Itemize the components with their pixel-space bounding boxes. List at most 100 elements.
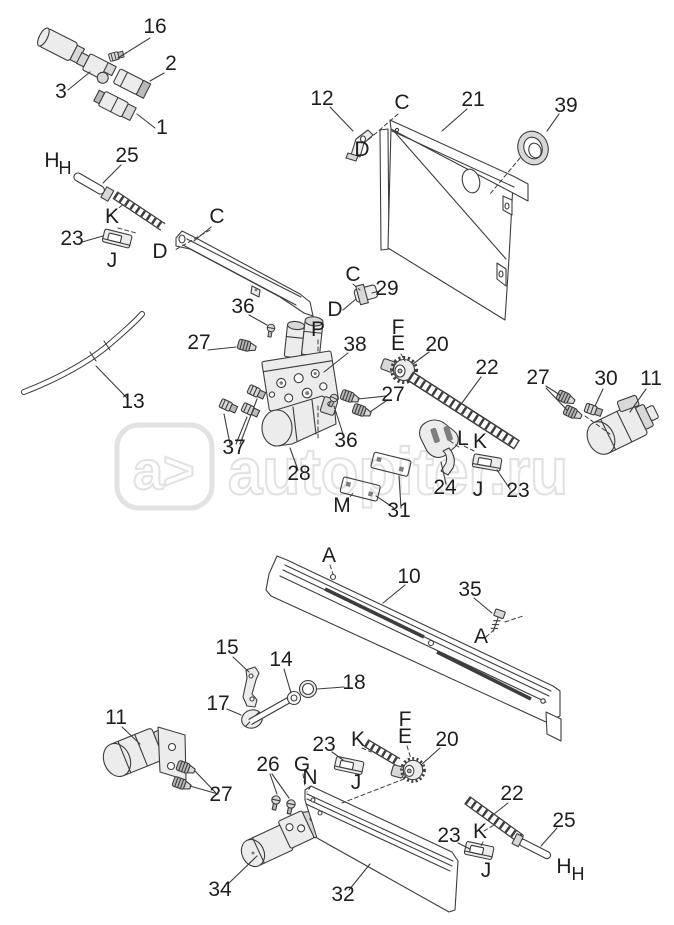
callout-27-topleft: 27 <box>187 331 210 354</box>
ref-k-bottomright: K <box>473 820 487 843</box>
ref-p: P <box>311 318 325 341</box>
part-35-screw <box>490 608 506 632</box>
part-15-lever <box>242 666 260 708</box>
reference-dashed-lines <box>107 113 611 847</box>
callout-11-left: 11 <box>105 706 127 729</box>
ref-h-top-2: H <box>59 158 72 178</box>
part-20-sprocket-top <box>380 356 418 384</box>
part-11-motor-right <box>581 394 664 460</box>
callout-21: 21 <box>461 88 484 111</box>
part-20-sprocket-bottom <box>390 757 426 783</box>
ref-f-top: F <box>392 316 405 339</box>
callout-24: 24 <box>433 476 457 499</box>
ref-c-clip29: C <box>345 263 360 286</box>
callout-10: 10 <box>397 565 420 588</box>
part-23-clip-bottomright <box>463 840 495 861</box>
callout-17: 17 <box>206 692 229 715</box>
callout-12: 12 <box>310 87 333 110</box>
callout-16: 16 <box>143 15 166 38</box>
ref-j-bottomleft: J <box>351 771 362 794</box>
ref-h-bottom-1: H <box>556 855 571 878</box>
part-25-rod-bottom <box>511 833 552 860</box>
callout-11-right: 11 <box>640 367 662 390</box>
callout-27-bottomleft: 27 <box>209 783 232 806</box>
part-rack-bottom <box>363 739 401 766</box>
callout-25-bottom: 25 <box>552 809 575 832</box>
part-12-clip <box>345 129 374 162</box>
part-26-screws <box>269 794 297 816</box>
part-32-panel-bottom <box>304 785 459 913</box>
part-24-tensioner <box>419 419 459 476</box>
part-bracket-cd <box>175 230 314 317</box>
part-36-fitting-top <box>265 323 276 339</box>
ref-m: M <box>333 494 351 517</box>
callout-36-top: 36 <box>231 295 254 318</box>
callout-22-bottom: 22 <box>500 782 523 805</box>
callout-20-top: 20 <box>425 333 448 356</box>
part-37-fittings <box>218 383 267 419</box>
callout-26: 26 <box>256 753 279 776</box>
callout-23-topleft: 23 <box>60 227 83 250</box>
callout-18: 18 <box>342 671 365 694</box>
ref-c-bracket: C <box>209 205 224 228</box>
part-10-panel-middle <box>265 555 562 742</box>
part-25-rod-top <box>73 172 115 202</box>
callout-27-right: 27 <box>381 383 404 406</box>
callout-23-bottomleft: 23 <box>312 733 335 756</box>
callout-25-top: 25 <box>115 144 138 167</box>
part-11-motor-left <box>98 720 187 782</box>
callout-30: 30 <box>594 367 617 390</box>
callout-32: 32 <box>331 883 354 906</box>
part-22-chain-bottom <box>464 795 524 844</box>
part-31-plates <box>339 451 412 502</box>
callout-13: 13 <box>121 390 144 413</box>
callout-28: 28 <box>287 462 310 485</box>
callout-2: 2 <box>165 52 177 75</box>
ref-a-right: A <box>474 625 488 648</box>
callout-14: 14 <box>269 648 293 671</box>
ref-k-right: K <box>473 430 487 453</box>
callout-3: 3 <box>55 80 67 103</box>
ref-f-bottom: F <box>399 708 412 731</box>
callout-38: 38 <box>343 333 366 356</box>
part-28-solenoid <box>261 395 339 447</box>
ref-d-panel21: D <box>354 138 369 161</box>
part-1-fitting <box>93 89 137 121</box>
ref-k-topleft: K <box>105 205 119 228</box>
ref-g: G <box>294 753 310 776</box>
ref-j-bottomright: J <box>481 859 492 882</box>
watermark-logo-icon: a> <box>133 441 195 501</box>
part-30-fitting <box>583 402 604 418</box>
part-2-fitting <box>113 68 152 99</box>
callout-23-bottomright: 23 <box>437 824 460 847</box>
ref-k-bottomleft: K <box>351 728 365 751</box>
callout-35: 35 <box>458 578 481 601</box>
callout-23-right: 23 <box>506 479 529 502</box>
ref-c-panel21: C <box>394 91 409 114</box>
ref-e-top: E <box>391 332 405 355</box>
part-14-pin <box>248 690 302 726</box>
part-23-clip-topleft <box>101 228 133 249</box>
ref-d-clip29: D <box>327 298 342 321</box>
part-22-chain-top <box>407 371 520 450</box>
ref-n: N <box>302 766 317 789</box>
callout-31: 31 <box>387 499 410 522</box>
part-21-rear-panel <box>379 119 529 321</box>
ref-h-top-1: H <box>44 149 59 172</box>
leader-lines <box>67 37 647 891</box>
callout-37: 37 <box>222 436 245 459</box>
callout-1: 1 <box>156 116 168 139</box>
ref-j-topleft: J <box>107 249 118 272</box>
part-27-fittings-right <box>339 388 373 420</box>
callout-labels: 16 2 3 1 H H 25 K 23 J C D 12 C 21 39 D … <box>44 15 661 906</box>
ref-d-bracket: D <box>152 240 167 263</box>
callout-34: 34 <box>208 878 232 901</box>
callout-20-bottom: 20 <box>435 728 458 751</box>
part-13-hose <box>21 311 145 395</box>
ref-e-bottom: E <box>398 725 412 748</box>
part-27-fitting-topleft <box>236 338 258 354</box>
part-39-grommet <box>517 130 549 166</box>
ref-h-bottom-2: H <box>572 864 585 884</box>
